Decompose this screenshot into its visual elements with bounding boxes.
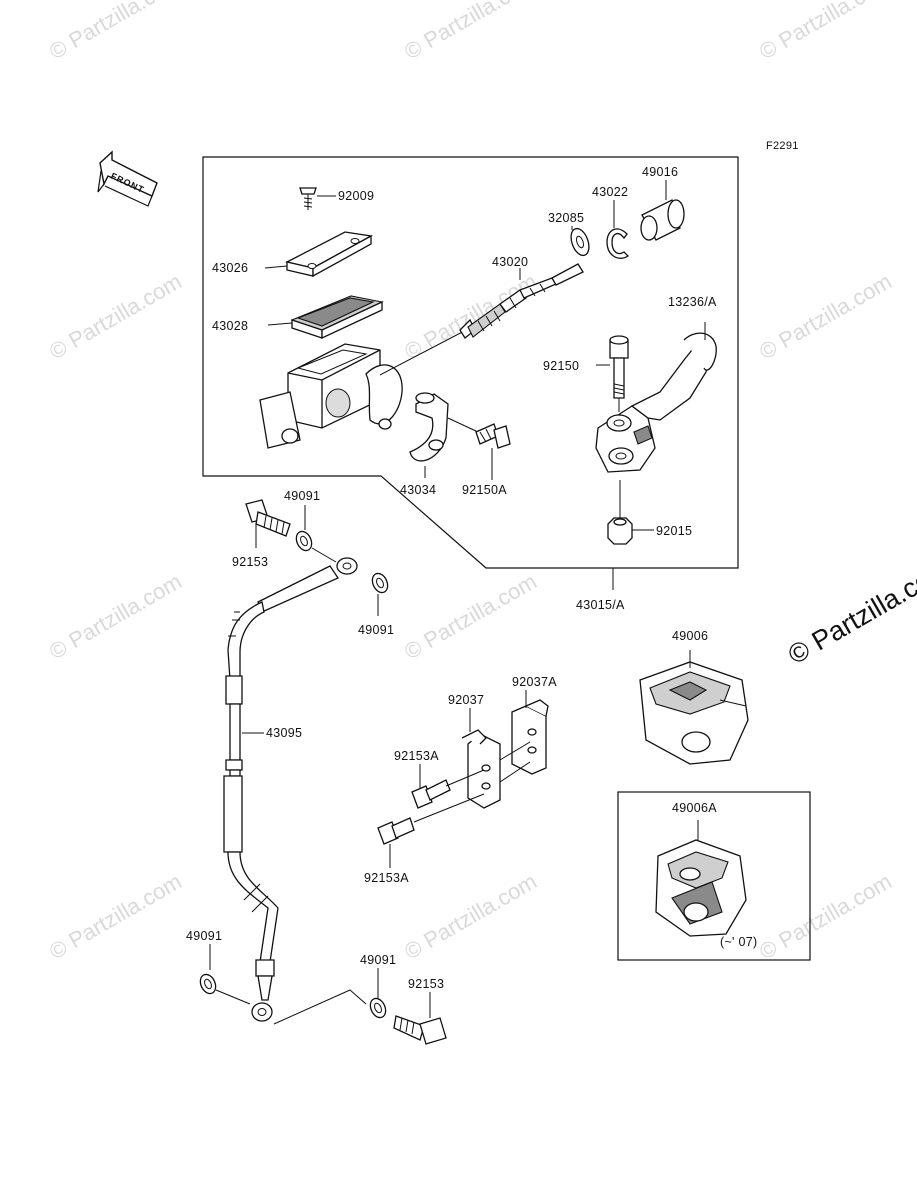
part-label: 92153A	[364, 871, 409, 885]
part-label: 92153	[232, 555, 268, 569]
watermark: © Partzilla.com	[45, 269, 186, 365]
piston-43020	[379, 263, 584, 376]
watermark-large: © Partzilla.com	[783, 553, 917, 670]
front-arrow-icon: FRONT	[97, 150, 158, 207]
master-cylinder-body	[259, 343, 403, 449]
part-label: 92150A	[462, 483, 507, 497]
switch-housing-49006A	[655, 839, 747, 937]
part-label: 43022	[592, 185, 628, 199]
watermark: © Partzilla.com	[400, 569, 541, 665]
part-label: 49091	[284, 489, 320, 503]
switch-housing-49006	[639, 661, 749, 765]
watermark: © Partzilla.com	[755, 869, 896, 965]
part-label: 13236/A	[668, 295, 717, 309]
brake-lever-13236A	[595, 332, 717, 473]
watermark: © Partzilla.com	[755, 0, 896, 64]
brake-hose-43095	[223, 557, 358, 1022]
part-label: 92153A	[394, 749, 439, 763]
pivot-bolt-92150	[609, 335, 629, 399]
bolt-92153A-lower	[377, 793, 485, 845]
washer-49091-right	[371, 572, 389, 594]
washer-49091-top	[295, 530, 313, 552]
washer-49091-bottom-right	[369, 997, 387, 1019]
screw-92009	[299, 187, 317, 210]
watermark: © Partzilla.com	[400, 869, 541, 965]
banjo-bolt-92153-bottom	[393, 1015, 447, 1045]
part-label: 43026	[212, 261, 248, 275]
watermark: © Partzilla.com	[400, 269, 541, 365]
bolt-92153A-upper	[411, 769, 485, 809]
part-label: 92037A	[512, 675, 557, 689]
part-label: 92015	[656, 524, 692, 538]
part-label: 49091	[360, 953, 396, 967]
figure-code: F2291	[766, 140, 799, 152]
part-label: 49006A	[672, 801, 717, 815]
nut-92015	[607, 517, 633, 545]
banjo-bolt-92153-top	[245, 499, 291, 537]
diaphragm-43028	[290, 295, 384, 340]
watermark: © Partzilla.com	[755, 269, 896, 365]
washer-49091-bottom-left	[199, 973, 217, 995]
part-label: 43095	[266, 726, 302, 740]
bracket-92037	[461, 729, 531, 809]
part-label: 92037	[448, 693, 484, 707]
year-note: (~' 07)	[720, 935, 758, 949]
watermark: © Partzilla.com	[45, 569, 186, 665]
part-label: 92009	[338, 189, 374, 203]
clamp-43034	[409, 392, 449, 462]
part-label: 92153	[408, 977, 444, 991]
washer-32085	[570, 227, 590, 257]
watermark: © Partzilla.com	[45, 0, 186, 64]
part-label: 49091	[186, 929, 222, 943]
part-label: 92150	[543, 359, 579, 373]
part-label: 43028	[212, 319, 248, 333]
bolt-92150A	[475, 423, 511, 449]
watermark: © Partzilla.com	[45, 869, 186, 965]
watermark: © Partzilla.com	[400, 0, 541, 64]
part-label: 32085	[548, 211, 584, 225]
part-label: 49006	[672, 629, 708, 643]
reservoir-cap-43026	[285, 231, 373, 278]
part-label: 49016	[642, 165, 678, 179]
master-cylinder-group-outline	[202, 156, 739, 569]
part-label: 43020	[492, 255, 528, 269]
part-label: 49091	[358, 623, 394, 637]
part-label: 43015/A	[576, 598, 625, 612]
circlip-43022	[606, 228, 630, 259]
variant-box-outline	[617, 791, 811, 961]
bracket-92037A	[511, 699, 549, 775]
dust-boot-49016	[640, 199, 685, 241]
part-label: 43034	[400, 483, 436, 497]
